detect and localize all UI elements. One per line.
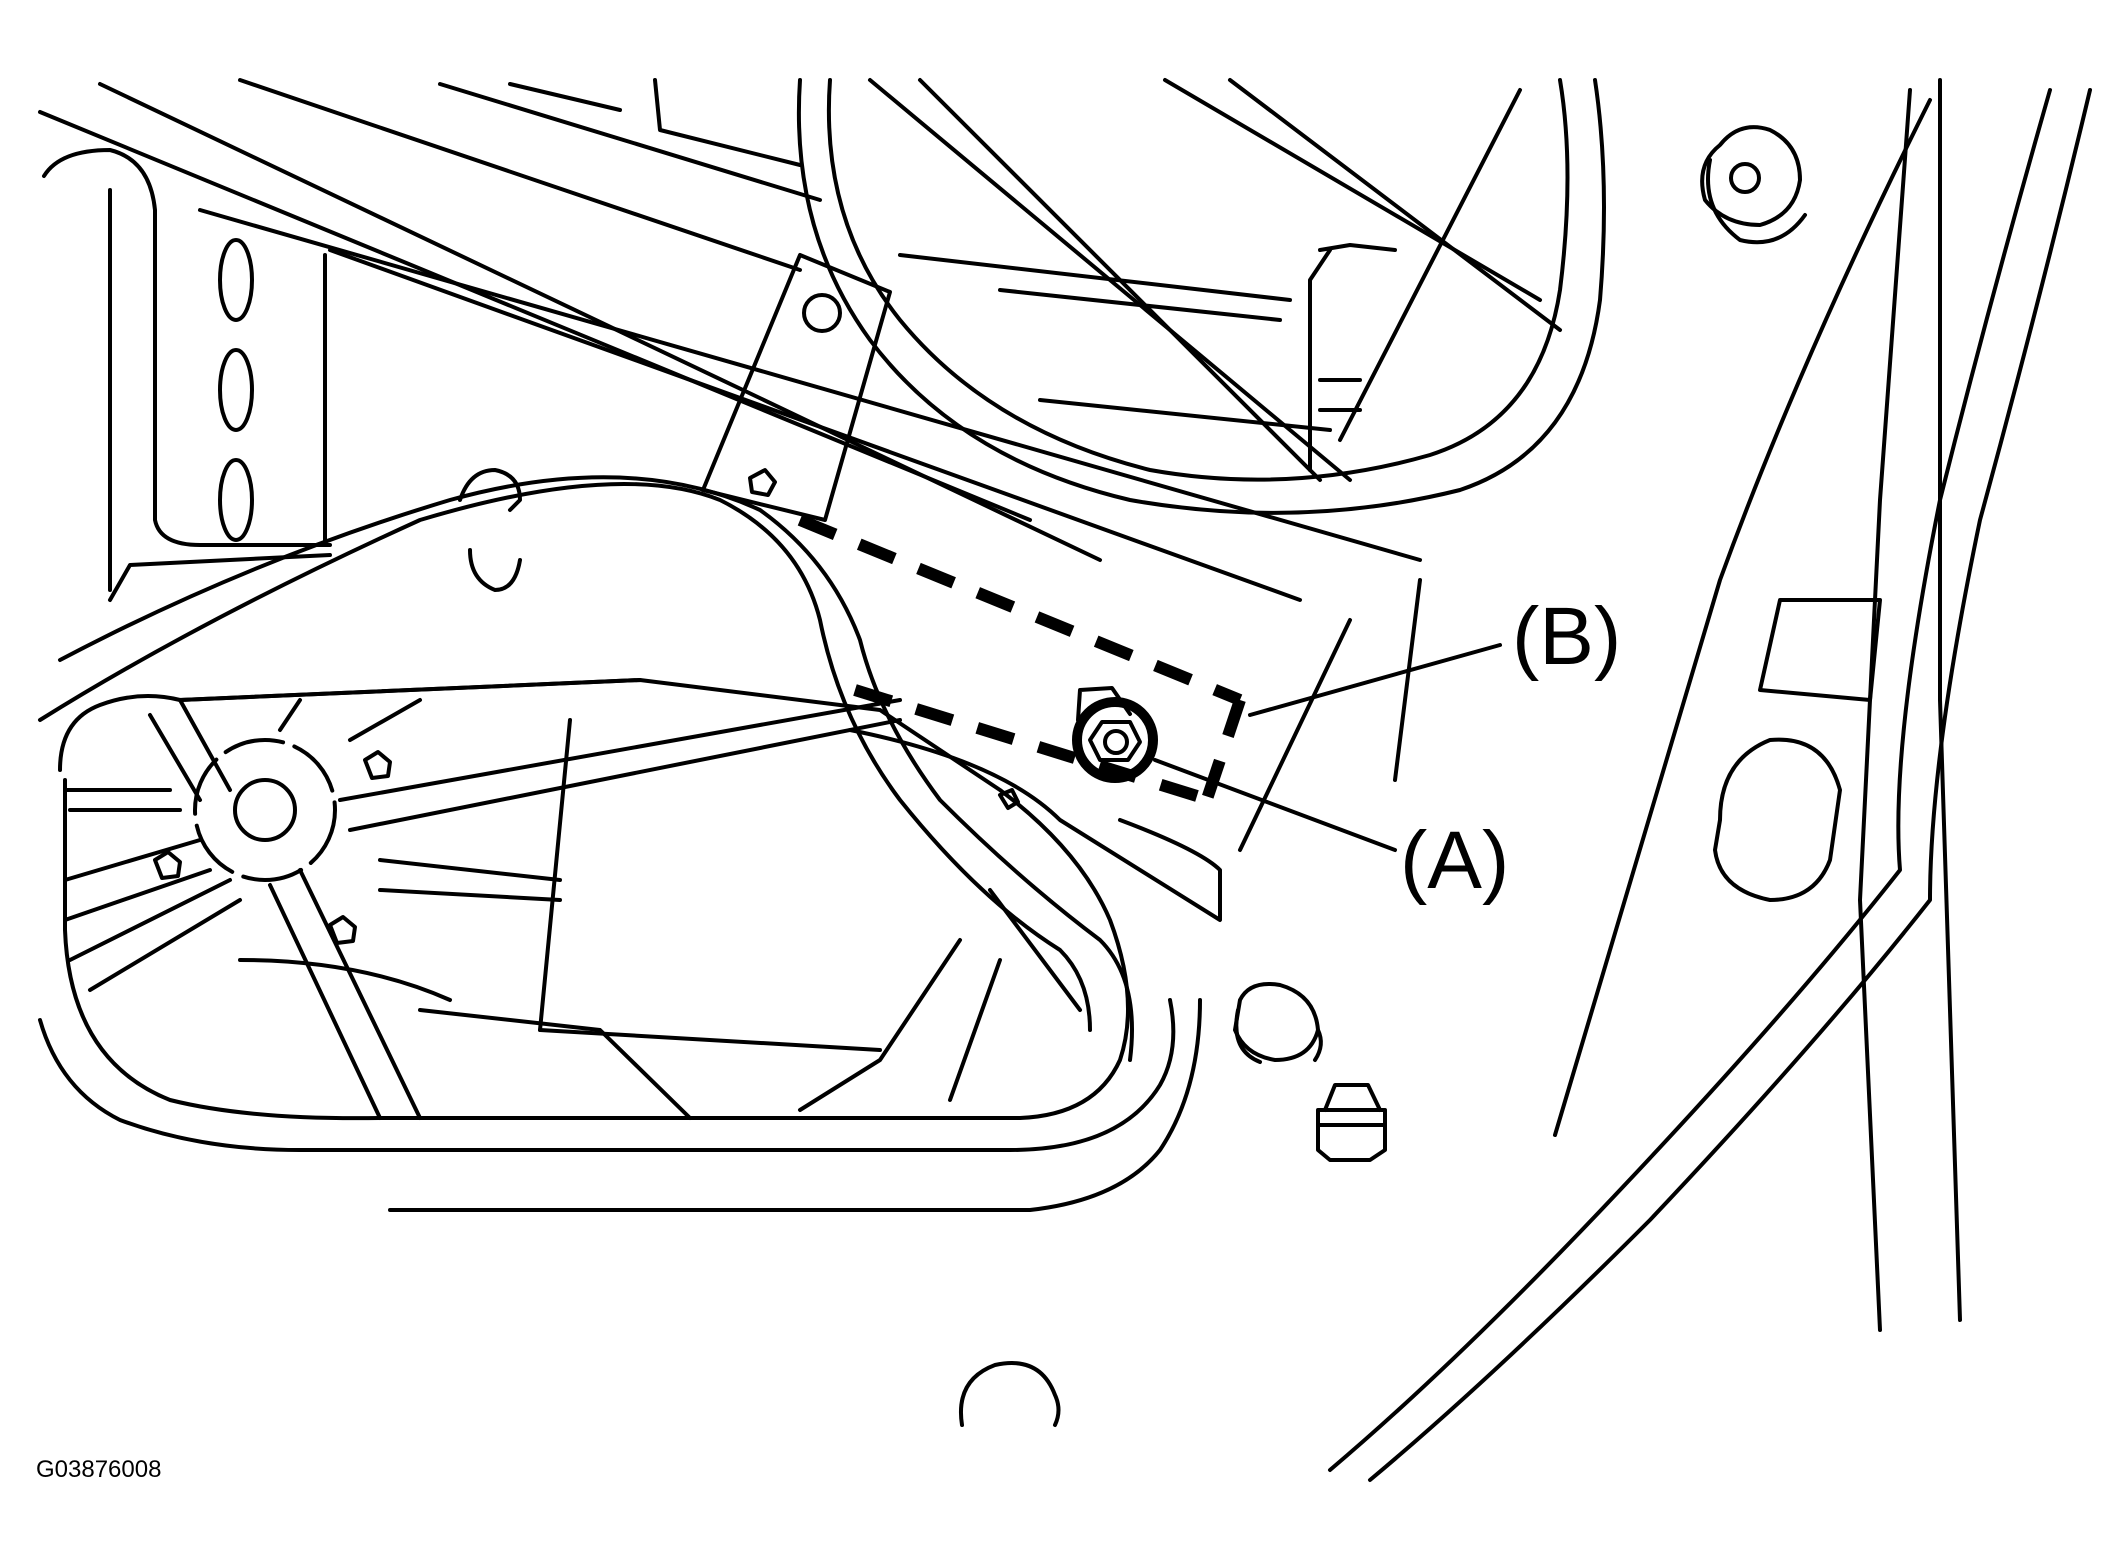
pillar-oval-hole xyxy=(1713,737,1842,902)
strap-hole-upper xyxy=(802,293,842,333)
callout-label-a: (A) xyxy=(1400,815,1510,906)
rivet-2 xyxy=(153,850,182,880)
regulator-arms xyxy=(63,698,1222,1120)
right-door-pillar xyxy=(1238,78,2092,1482)
figure-code: G03876008 xyxy=(36,1456,162,1483)
pivot-outer xyxy=(193,738,337,882)
bolt-a xyxy=(1072,686,1158,783)
lower-fasteners xyxy=(959,982,1387,1427)
leader-line-b xyxy=(1248,643,1502,717)
slot-hole-2 xyxy=(218,348,254,432)
upper-frame-rails xyxy=(38,78,1422,602)
rail-clips xyxy=(458,468,522,592)
slot-hole-1 xyxy=(218,238,254,322)
pivot-inner xyxy=(233,778,297,842)
pillar-square-hole xyxy=(1758,598,1882,702)
left-bracket-plate xyxy=(42,148,332,602)
leader-line-a xyxy=(1153,758,1397,852)
bottom-access-hole xyxy=(959,1361,1061,1427)
strap-hole-lower xyxy=(748,468,777,497)
rivet-4 xyxy=(998,788,1020,810)
vertical-bracket-strap xyxy=(701,253,892,522)
window-regulator-frame xyxy=(38,678,1202,1212)
upper-window-opening xyxy=(796,78,1606,515)
dashed-outline-b xyxy=(797,514,1246,822)
upper-bolt xyxy=(1700,125,1807,245)
curved-cable xyxy=(38,475,1134,1062)
slot-hole-3 xyxy=(218,458,254,542)
rivet-3 xyxy=(328,915,357,945)
rivet-1 xyxy=(363,750,392,780)
callout-label-b: (B) xyxy=(1512,591,1622,682)
